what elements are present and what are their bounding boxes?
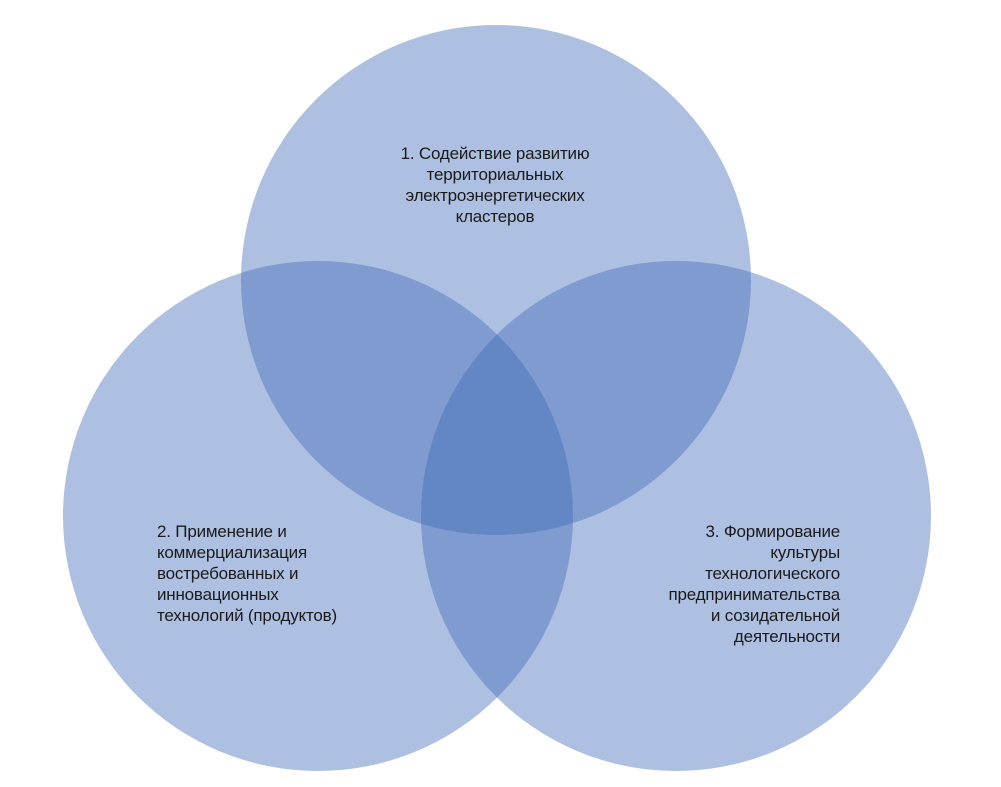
circle-1 (241, 25, 751, 535)
circle-3-label: 3. Формирование культуры технологическог… (668, 522, 840, 646)
circle-2 (63, 261, 573, 771)
circle-1-label: 1. Содействие развитию территориальных э… (400, 144, 590, 226)
circle-3 (421, 261, 931, 771)
circle-2-label: 2. Применение и коммерциализация востреб… (157, 522, 337, 625)
